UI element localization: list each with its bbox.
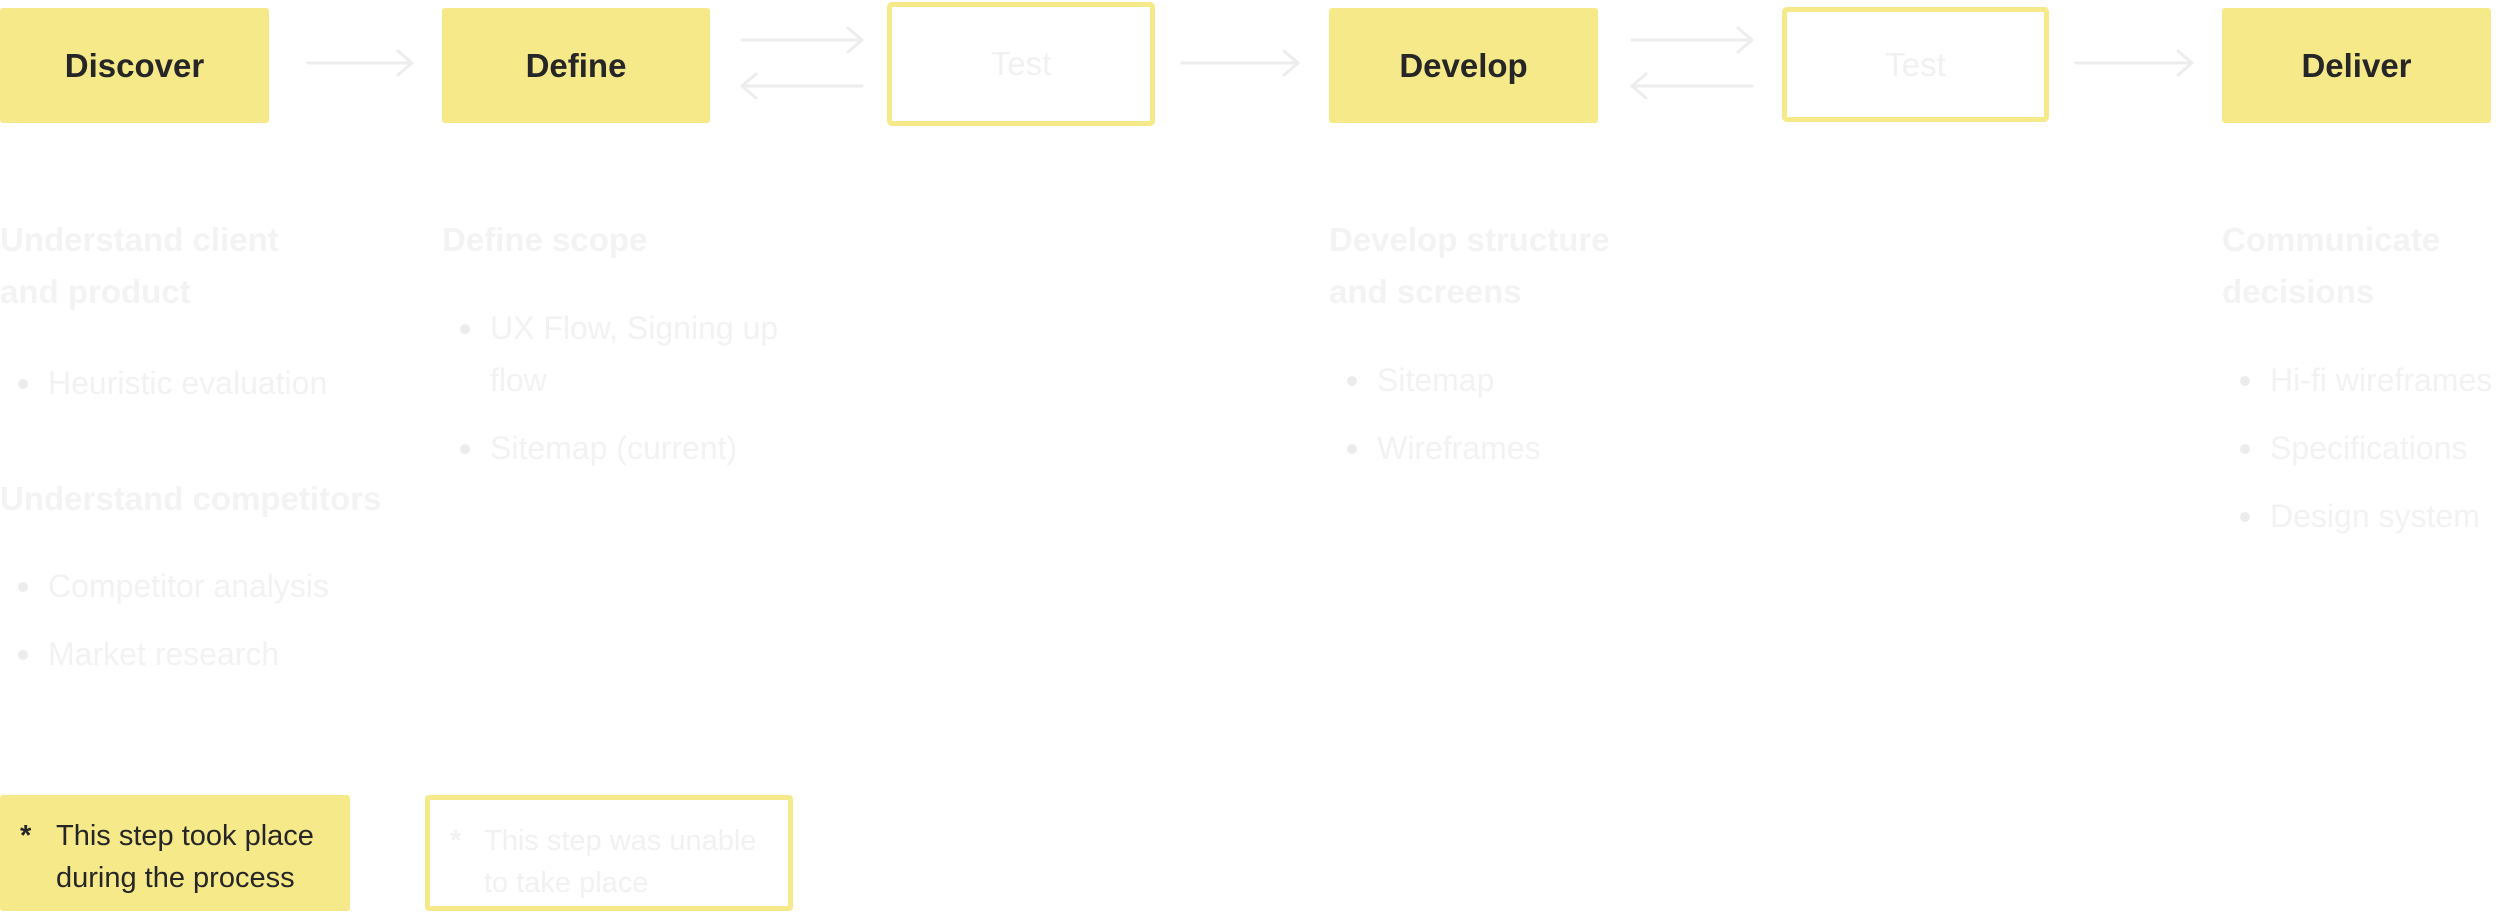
legend-unable-text: This step was unable to take place	[484, 825, 757, 899]
stage-test-2-label: Test	[1885, 45, 1946, 83]
list-item: Specifications	[2222, 422, 2500, 474]
stage-deliver: Deliver	[2222, 8, 2491, 123]
stage-define: Define	[442, 8, 710, 123]
stage-deliver-label: Deliver	[2301, 46, 2412, 84]
discover-list-2: Competitor analysis Market research	[0, 560, 329, 696]
list-item: Competitor analysis	[0, 560, 329, 612]
list-item: Heuristic evaluation	[0, 357, 327, 409]
deliver-list: Hi-fi wireframes Specifications Design s…	[2222, 354, 2500, 558]
arrow-test-to-develop	[1180, 49, 1300, 77]
stage-develop: Develop	[1329, 8, 1598, 123]
arrow-develop-to-test	[1630, 26, 1754, 54]
stage-test-2: Test	[1782, 7, 2049, 122]
asterisk-icon: *	[20, 820, 32, 852]
arrow-test-to-develop-back	[1630, 72, 1754, 100]
stage-develop-label: Develop	[1399, 46, 1528, 84]
develop-heading: Develop structure and screens	[1329, 221, 1610, 310]
define-heading: Define scope	[442, 221, 648, 258]
develop-list: Sitemap Wireframes	[1329, 354, 1541, 490]
arrow-discover-to-define	[306, 49, 414, 77]
arrow-test-to-deliver	[2074, 49, 2194, 77]
list-item: Sitemap (current)	[442, 422, 778, 474]
arrow-define-to-test	[740, 26, 864, 54]
legend-unable: * This step was unable to take place	[425, 795, 793, 911]
list-item: Sitemap	[1329, 354, 1541, 406]
list-item: Wireframes	[1329, 422, 1541, 474]
legend-took-place-text: This step took place during the process	[56, 820, 314, 894]
arrow-test-to-define	[740, 72, 864, 100]
stage-discover: Discover	[0, 8, 269, 123]
stage-define-label: Define	[525, 46, 627, 84]
asterisk-icon: *	[450, 825, 462, 857]
list-item: Design system	[2222, 490, 2500, 542]
stage-discover-label: Discover	[64, 46, 205, 84]
legend-took-place: * This step took place during the proces…	[0, 795, 350, 911]
stage-test-1: Test	[887, 2, 1155, 126]
list-item: UX Flow, Signing up flow	[442, 302, 778, 406]
discover-heading-2: Understand competitors	[0, 480, 382, 517]
discover-heading-1: Understand client and product	[0, 221, 279, 310]
deliver-heading: Communicate decisions	[2222, 221, 2441, 310]
define-list: UX Flow, Signing up flow Sitemap (curren…	[442, 302, 778, 490]
list-item: Hi-fi wireframes	[2222, 354, 2500, 406]
connector-layer	[306, 26, 2194, 100]
list-item: Market research	[0, 628, 329, 680]
stage-test-1-label: Test	[990, 45, 1052, 82]
discover-list-1: Heuristic evaluation	[0, 357, 327, 425]
